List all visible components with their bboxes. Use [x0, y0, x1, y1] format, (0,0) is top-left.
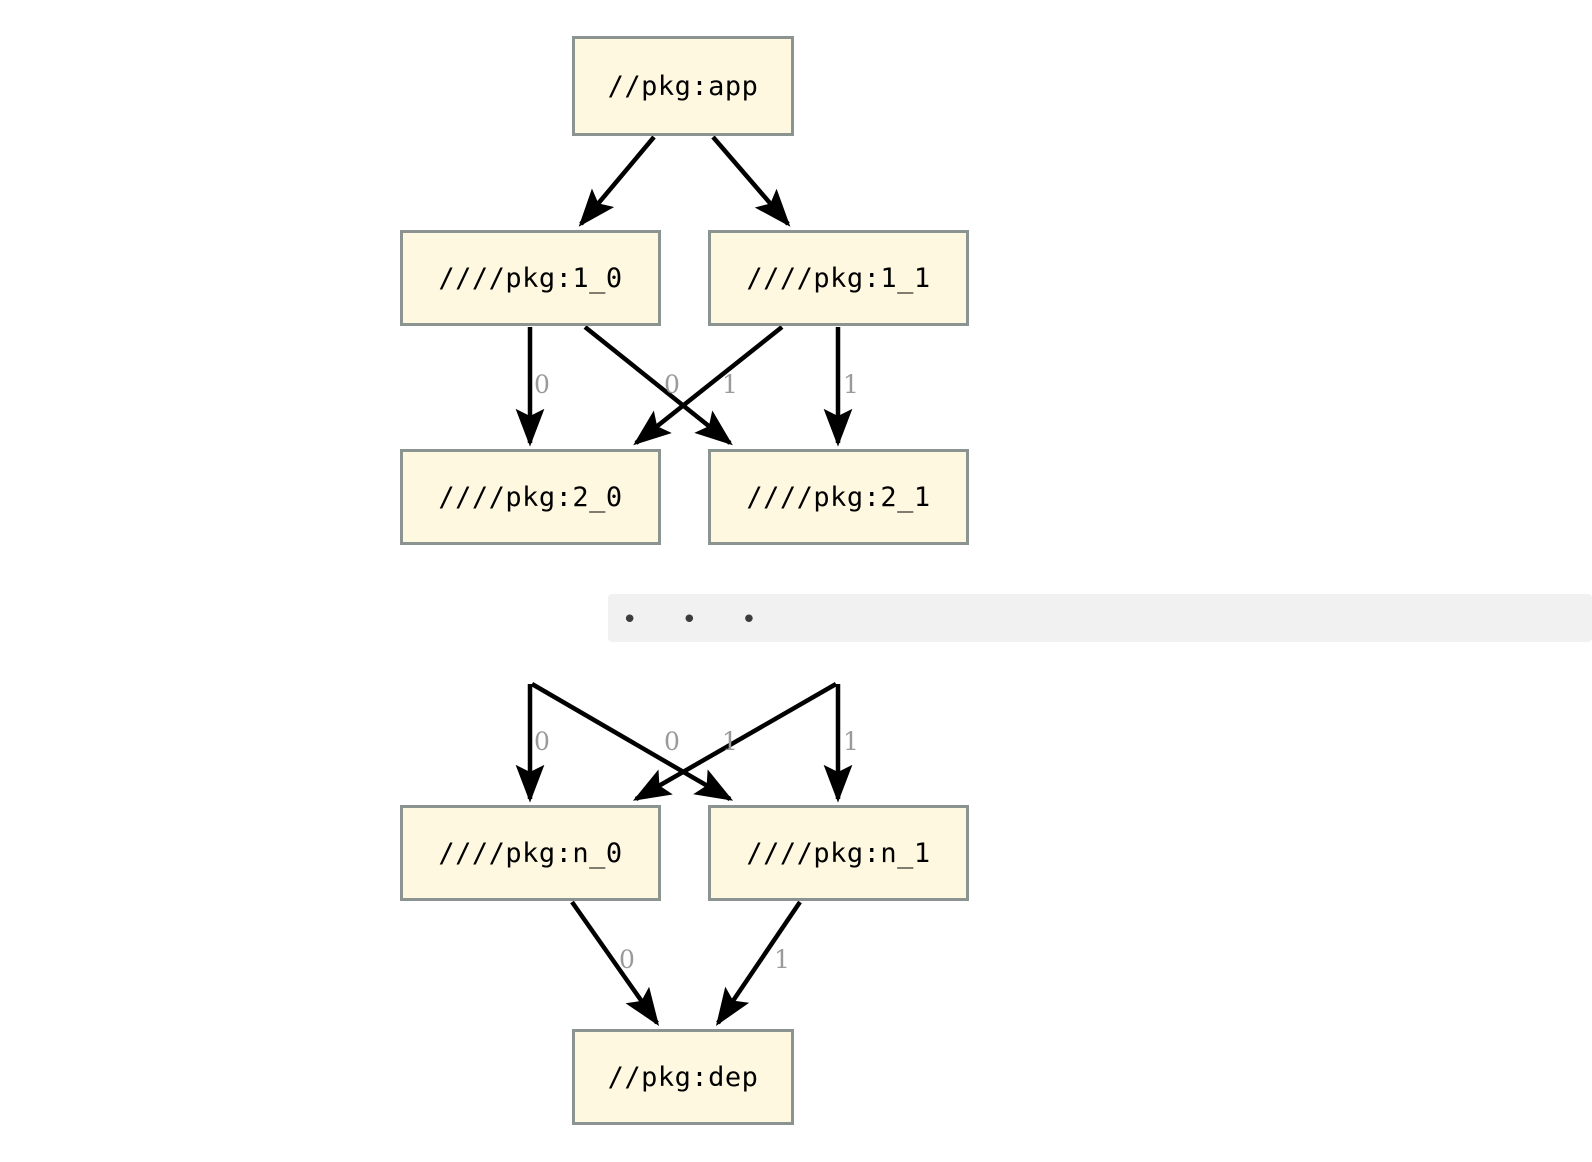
edge-1_0-to-2_1 [583, 325, 733, 446]
edge-label-truncated-to-n_1: 1 [843, 727, 859, 756]
node-label: ////pkg:1_0 [438, 262, 623, 294]
node-dep[interactable]: //pkg:dep [572, 1029, 794, 1125]
edge-app-to-1_1 [711, 135, 791, 227]
node-label: ////pkg:n_0 [438, 837, 623, 869]
edge-label-truncated-to-n_0: 0 [534, 727, 550, 756]
node-n_1[interactable]: ////pkg:n_1 [708, 805, 969, 901]
node-label: ////pkg:n_1 [746, 837, 931, 869]
edge-n_0-to-dep [570, 900, 660, 1026]
edge-n_1-to-dep [715, 900, 802, 1026]
node-label: ////pkg:2_0 [438, 481, 623, 513]
node-label: ////pkg:1_1 [746, 262, 931, 294]
node-2_1[interactable]: ////pkg:2_1 [708, 449, 969, 545]
truncation-ellipsis-band: • • • [608, 594, 1592, 642]
node-label: //pkg:dep [607, 1061, 759, 1093]
node-2_0[interactable]: ////pkg:2_0 [400, 449, 661, 545]
edge-label-truncated-to-n_1-diagonal: 1 [722, 727, 738, 756]
edge-truncated-to-n_1-diagonal [530, 682, 734, 801]
edge-label-n_1-to-dep: 1 [774, 945, 790, 974]
edge-label-1_1-to-2_0: 0 [664, 370, 680, 399]
node-label: //pkg:app [607, 70, 759, 102]
node-app[interactable]: //pkg:app [572, 36, 794, 136]
node-1_0[interactable]: ////pkg:1_0 [400, 230, 661, 326]
edge-label-truncated-to-n_0-diagonal: 0 [664, 727, 680, 756]
edge-truncated-to-n_0-diagonal [632, 682, 838, 801]
edge-label-1_1-to-2_1: 1 [843, 370, 859, 399]
node-n_0[interactable]: ////pkg:n_0 [400, 805, 661, 901]
edge-app-to-1_0 [578, 135, 656, 227]
edge-label-1_0-to-2_1: 1 [722, 370, 738, 399]
edge-label-1_0-to-2_0: 0 [534, 370, 550, 399]
ellipsis-dots: • • • [622, 605, 775, 635]
edge-label-n_0-to-dep: 0 [619, 945, 635, 974]
edge-1_1-to-2_0 [633, 325, 784, 446]
node-label: ////pkg:2_1 [746, 481, 931, 513]
node-1_1[interactable]: ////pkg:1_1 [708, 230, 969, 326]
